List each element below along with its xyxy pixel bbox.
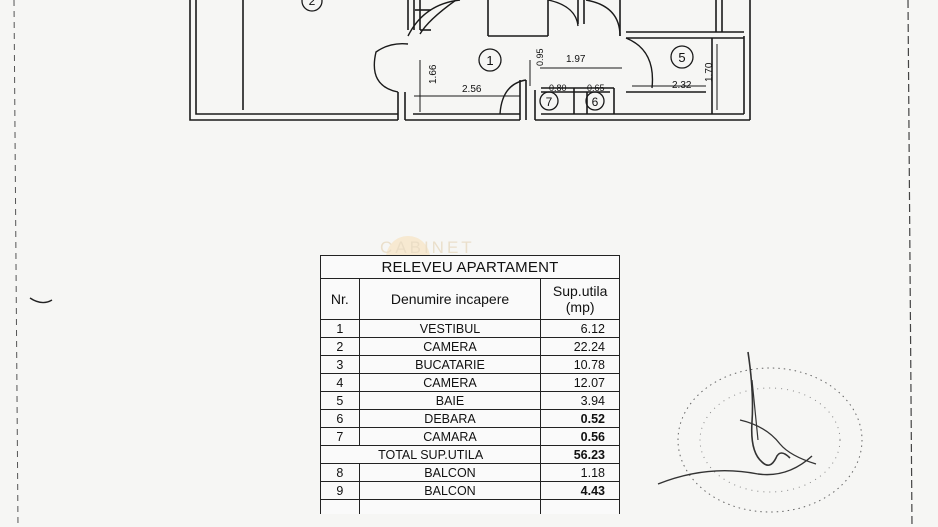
balcony-nr: 9 [320, 481, 360, 500]
page-border-left [13, 0, 19, 527]
row-name: VESTIBUL [358, 319, 542, 338]
room-label-2: 2 [309, 0, 316, 8]
row-nr: 3 [320, 355, 360, 374]
total-row: TOTAL SUP.UTILA 56.23 [319, 445, 620, 464]
releveu-table: RELEVEU APARTAMENT Nr. Denumire incapere… [319, 255, 620, 514]
row-area: 10.78 [540, 355, 620, 374]
row-name: CAMERA [358, 373, 542, 392]
header-area-line1: Sup.utila [552, 283, 608, 299]
table-row: 3 BUCATARIE 10.78 [320, 355, 620, 374]
balcony-area: 4.43 [540, 481, 620, 500]
table-row: 4 CAMERA 12.07 [320, 373, 620, 392]
dim-2-32: 2.32 [672, 80, 692, 91]
room-label-7: 7 [546, 95, 553, 109]
table-row: 8 BALCON 1.18 [320, 463, 620, 482]
header-name: Denumire incapere [358, 278, 542, 320]
table-blank-row [320, 499, 620, 514]
plan-walls [189, 0, 751, 121]
row-nr: 7 [320, 427, 360, 446]
total-area: 56.23 [540, 445, 620, 464]
row-name: CAMARA [358, 427, 542, 446]
balcony-nr: 8 [320, 463, 360, 482]
room-label-6: 6 [592, 95, 599, 109]
row-area: 6.12 [540, 319, 620, 338]
balcony-area: 1.18 [540, 463, 620, 482]
table-row: 2 CAMERA 22.24 [320, 337, 620, 356]
row-area: 22.24 [540, 337, 620, 356]
room-markers [301, 0, 694, 111]
row-name: BUCATARIE [358, 355, 542, 374]
watermark-text: CABINET [380, 238, 475, 257]
table-row: 5 BAIE 3.94 [320, 391, 620, 410]
dimension-lines [414, 44, 718, 112]
header-area-line2: (mp) [565, 299, 595, 315]
row-nr: 1 [320, 319, 360, 338]
row-area: 0.52 [540, 409, 620, 428]
table-row: 7 CAMARA 0.56 [320, 427, 620, 446]
row-nr: 4 [320, 373, 360, 392]
dim-1-70: 1.70 [704, 62, 715, 82]
total-label: TOTAL SUP.UTILA [319, 445, 542, 464]
row-nr: 5 [320, 391, 360, 410]
row-area: 3.94 [540, 391, 620, 410]
row-name: BAIE [358, 391, 542, 410]
room-label-1: 1 [486, 53, 493, 68]
table-row: 1 VESTIBUL 6.12 [320, 319, 620, 338]
row-nr: 2 [320, 337, 360, 356]
header-nr: Nr. [320, 278, 360, 320]
door-swings [373, 0, 654, 115]
row-nr: 6 [320, 409, 360, 428]
pen-mark [29, 297, 53, 304]
table-row: 9 BALCON 4.43 [320, 481, 620, 500]
table-title: RELEVEU APARTAMENT [320, 255, 620, 279]
dim-0-65: 0.65 [587, 83, 605, 93]
signature-stamp [657, 351, 863, 513]
room-label-5: 5 [678, 50, 685, 65]
row-area: 0.56 [540, 427, 620, 446]
dim-1-97: 1.97 [566, 54, 586, 65]
header-area: Sup.utila (mp) [540, 278, 620, 320]
page-border-right [907, 0, 913, 527]
balcony-name: BALCON [358, 463, 542, 482]
dim-1-66: 1.66 [428, 64, 439, 84]
balcony-name: BALCON [358, 481, 542, 500]
row-name: CAMERA [358, 337, 542, 356]
table-row: 6 DEBARA 0.52 [320, 409, 620, 428]
dim-0-95: 0.95 [535, 48, 545, 66]
row-area: 12.07 [540, 373, 620, 392]
dim-0-80: 0.80 [549, 83, 567, 93]
row-name: DEBARA [358, 409, 542, 428]
dim-2-56: 2.56 [462, 84, 482, 95]
